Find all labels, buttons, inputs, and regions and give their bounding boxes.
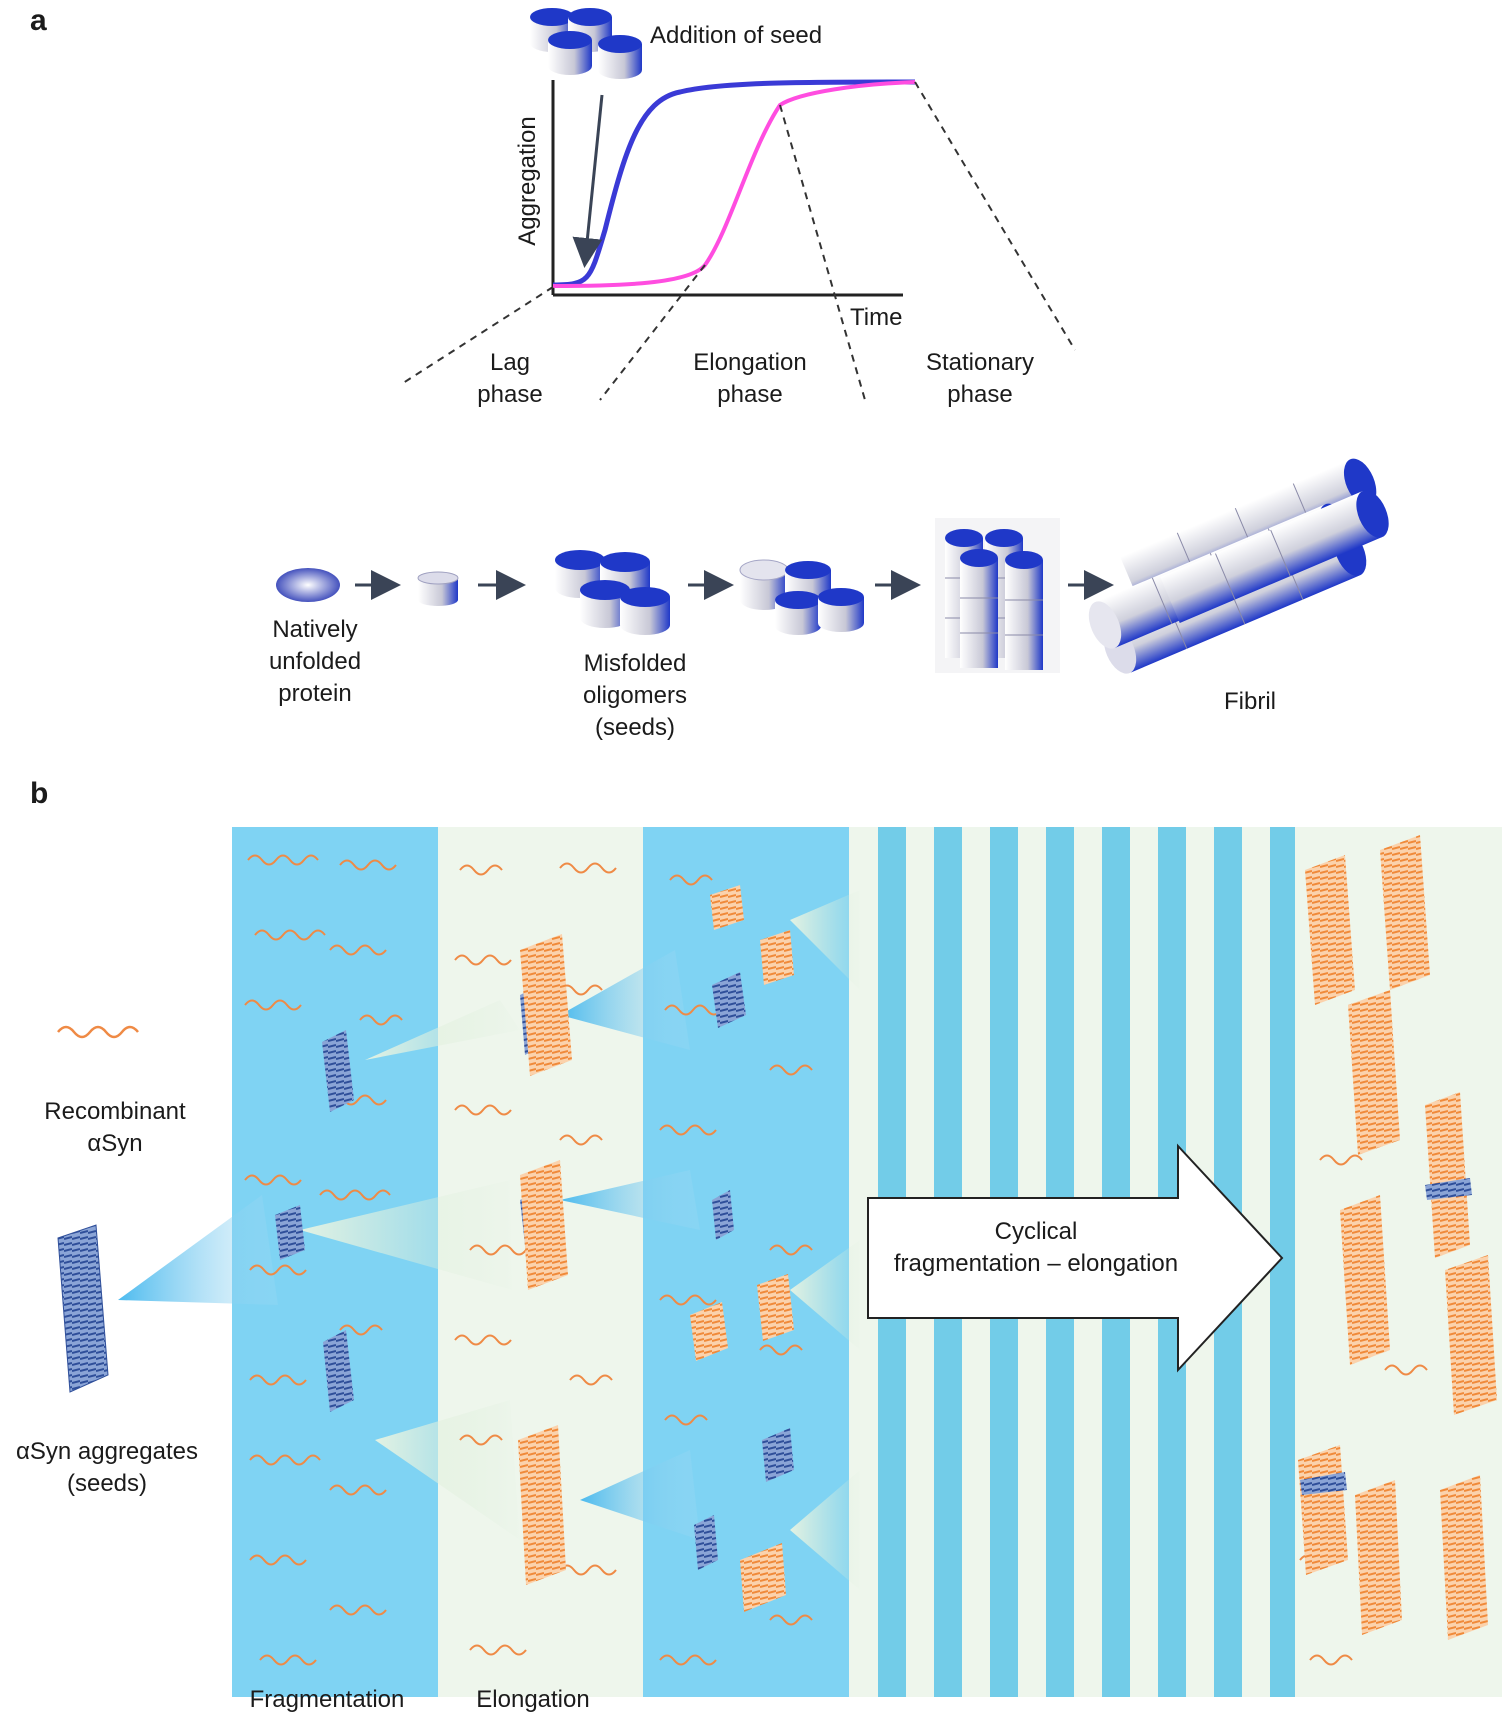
zoom-cone (560, 950, 690, 1050)
zoom-cone (580, 1450, 700, 1540)
phase-lag-label: Lag phase (477, 349, 543, 408)
elongation-bottom-label: Elongation (476, 1686, 590, 1713)
pathway-stacked-oligomer-icon (935, 518, 1060, 673)
seed-addition-arrow (572, 94, 604, 268)
elongated-fibrils (518, 885, 794, 1612)
panel-a-letter: a (30, 4, 47, 37)
zoom-cone (365, 1000, 520, 1060)
x-axis-label: Time (850, 304, 903, 331)
annotation-addition-of-seed: Addition of seed (650, 22, 823, 49)
monomer-squiggles (244, 854, 1428, 1666)
legend-recombinant-asyn-label: Recombinant αSyn (44, 1098, 186, 1157)
pathway-monomer-icon (276, 568, 340, 602)
zoom-cone (300, 1180, 512, 1290)
panel-b-letter: b (30, 777, 49, 810)
zoom-cone (790, 1470, 860, 1590)
legend-seed-fibril-icon (57, 1224, 109, 1393)
pathway-fibril-icon (1088, 458, 1389, 674)
stage-fibril-label: Fibril (1224, 688, 1276, 715)
stage-natively-unfolded-label: Natively unfolded protein (268, 616, 362, 707)
final-fibrils (1298, 835, 1497, 1640)
pathway-growing-oligomer-icon (739, 559, 864, 635)
unseeded-curve (552, 80, 916, 288)
pathway-single-cylinder-icon (417, 571, 459, 606)
cyclical-arrow-label: Cyclical fragmentation – elongation (893, 1218, 1179, 1277)
stage-misfolded-oligomers-label: Misfolded oligomers (seeds) (582, 650, 688, 741)
zoom-cone (790, 1240, 860, 1350)
seed-cluster-icon (530, 8, 642, 79)
curve-axes (551, 80, 903, 297)
fragmentation-bottom-label: Fragmentation (249, 1686, 405, 1713)
phase-stationary-label: Stationary phase (925, 349, 1035, 408)
cyclical-arrow-shape (867, 1143, 1284, 1373)
legend-asyn-aggregates-label: αSyn aggregates (seeds) (16, 1438, 198, 1497)
zoom-cone (560, 1170, 700, 1230)
legend-monomer-squiggle (57, 1025, 139, 1039)
pathway-oligomer-icon (555, 550, 670, 635)
phase-guides (399, 81, 1076, 401)
zoom-cone (375, 1400, 520, 1540)
seed-zoom-cone (118, 1195, 278, 1305)
phase-elongation-label: Elongation phase (693, 349, 807, 408)
zoom-cone (790, 890, 860, 990)
